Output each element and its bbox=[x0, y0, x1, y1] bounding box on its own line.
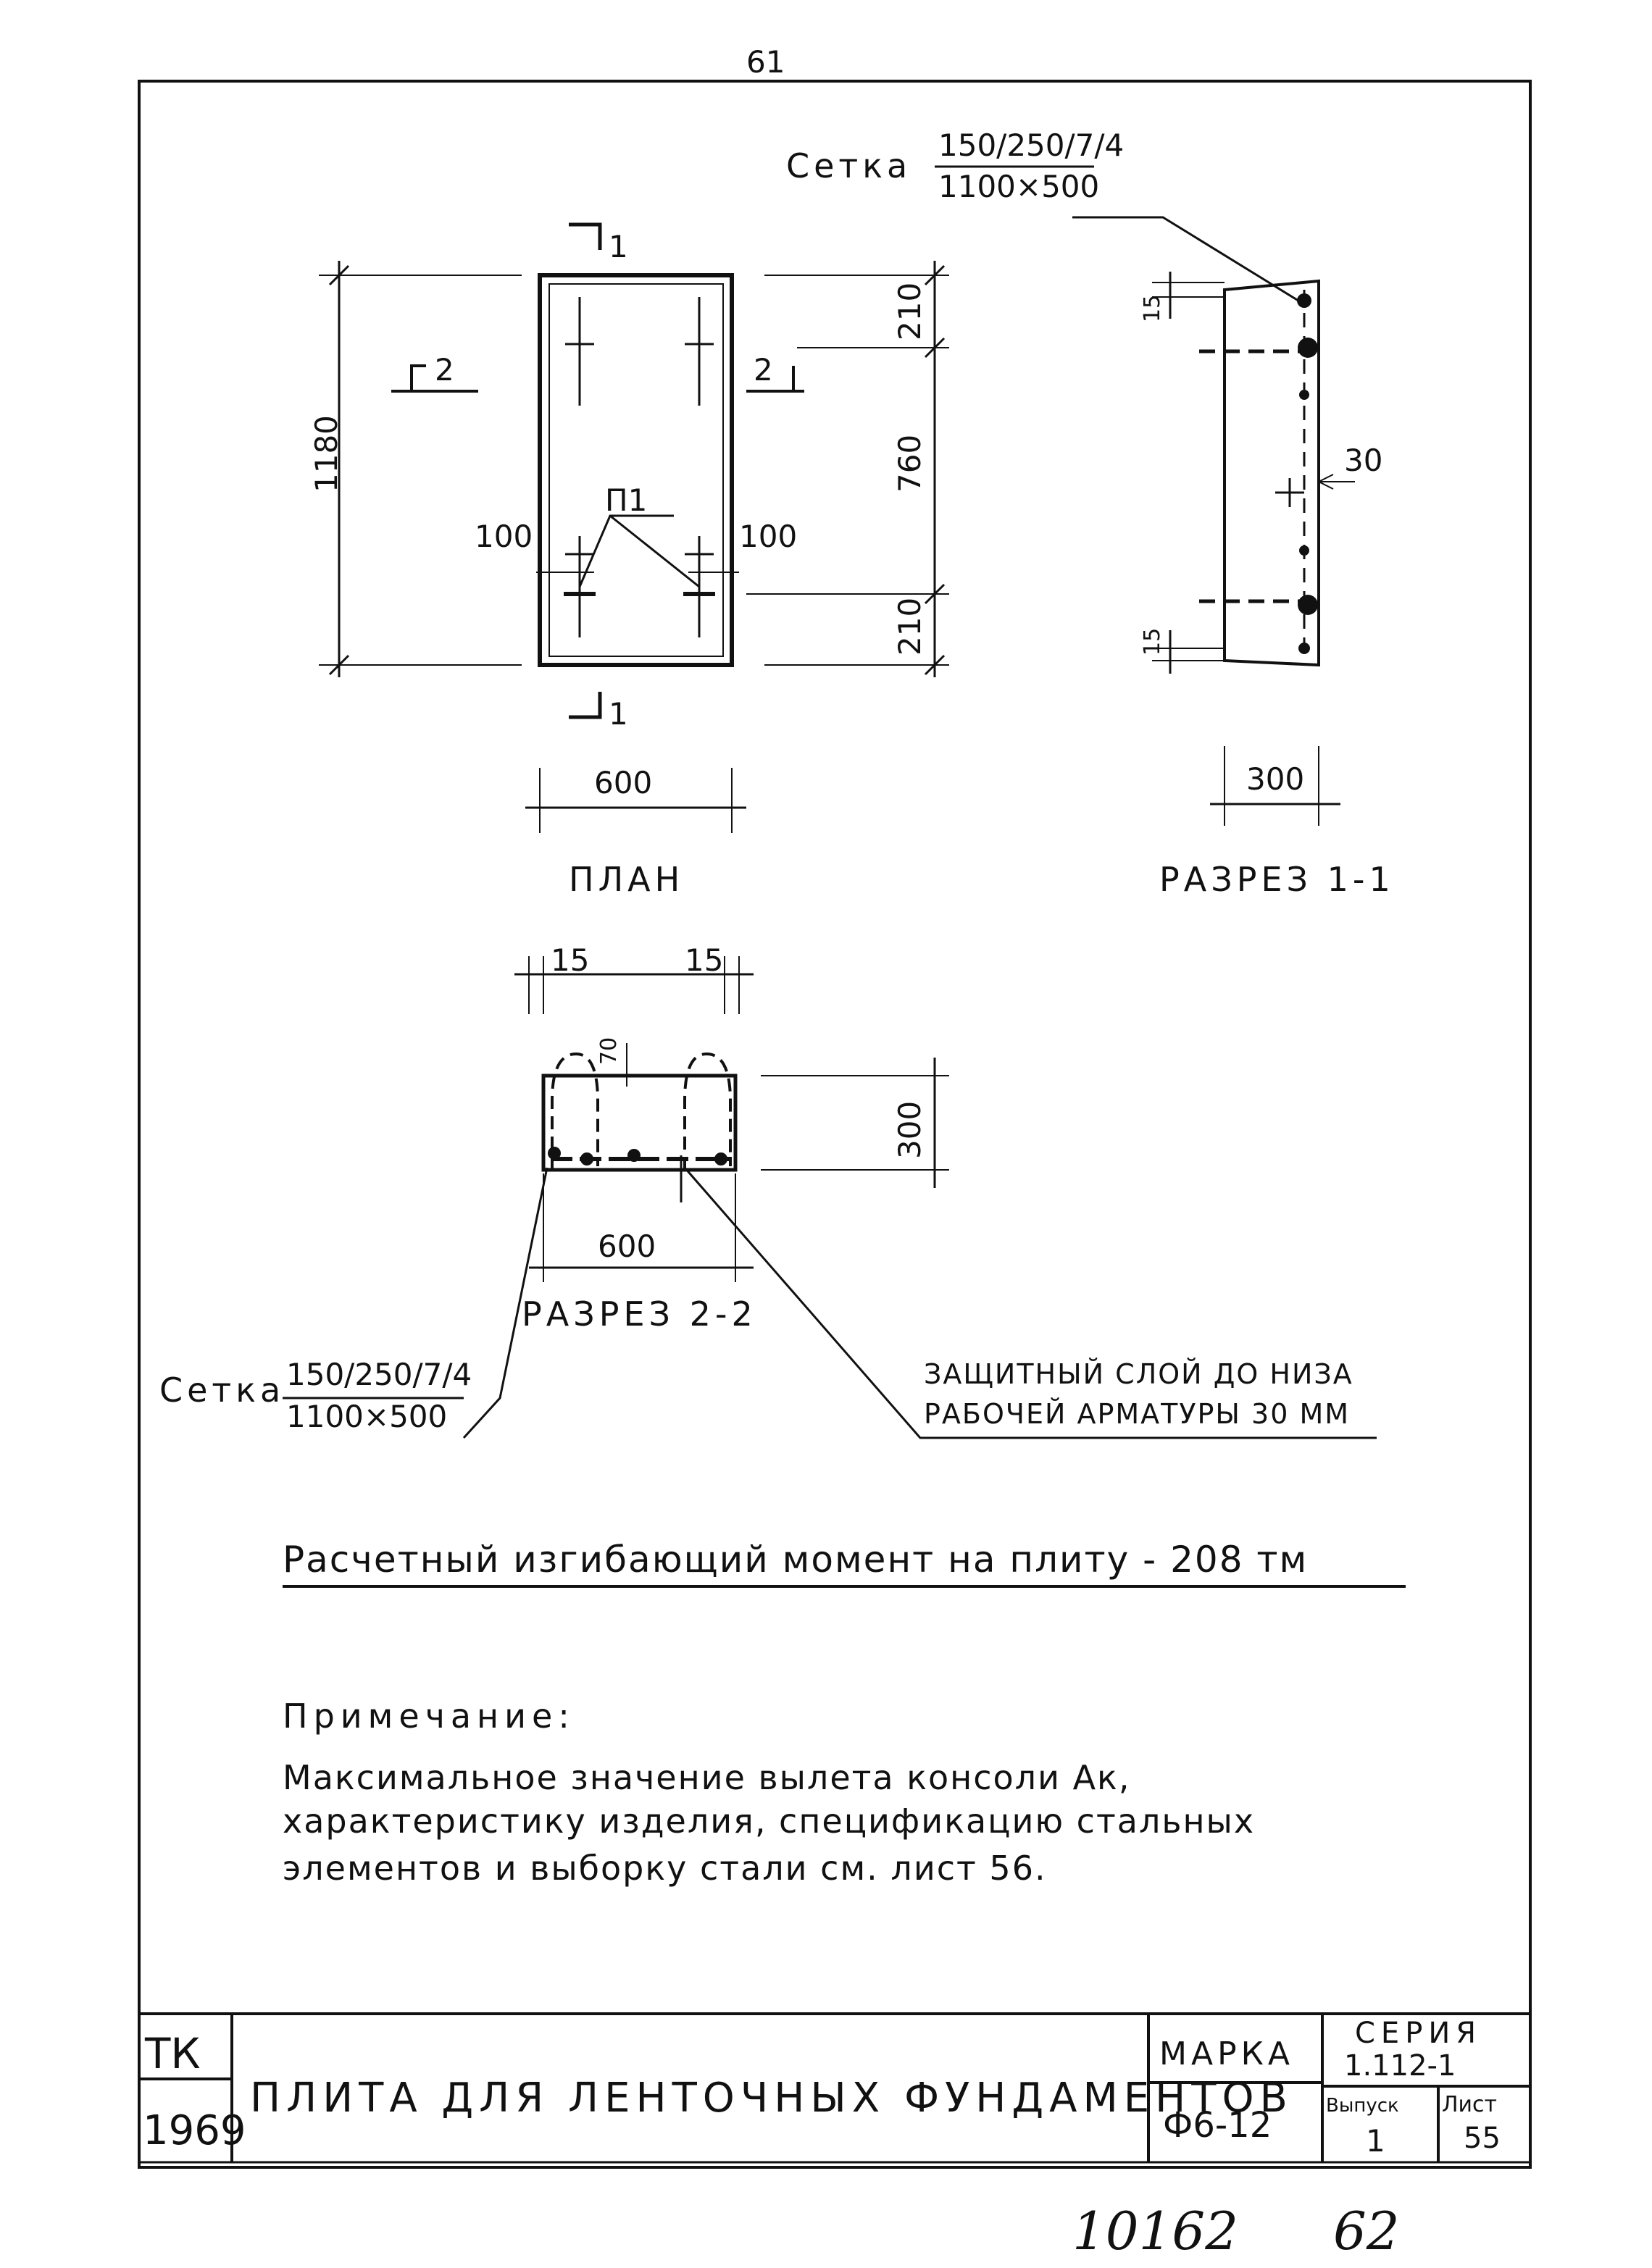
remark-heading: Примечание: bbox=[283, 1696, 575, 1736]
plan-part-label: П1 bbox=[605, 482, 647, 518]
plan-slab-outline bbox=[538, 273, 734, 667]
section-1-1-outline bbox=[1223, 279, 1320, 667]
section-1-1-label: РАЗРЕЗ 1-1 bbox=[1159, 860, 1395, 899]
title-block-issue-value: 1 bbox=[1366, 2123, 1385, 2159]
rebar-dot bbox=[580, 1152, 593, 1166]
dim-s22-height: 300 bbox=[892, 1101, 927, 1159]
dim-plan-width: 600 bbox=[594, 765, 652, 800]
dim-plan-left-offset: 100 bbox=[475, 519, 533, 554]
title-block-org: ТК bbox=[144, 2029, 201, 2078]
rebar-dot bbox=[1299, 390, 1309, 400]
title-block-mark-value: Ф6-12 bbox=[1163, 2105, 1272, 2146]
footer-page-number: 62 bbox=[1333, 2201, 1400, 2261]
mesh-top-prefix: Сетка bbox=[786, 146, 911, 185]
plan-section-mark-2-right: 2 bbox=[754, 352, 773, 388]
mesh-top-numerator: 150/250/7/4 bbox=[938, 127, 1124, 163]
dim-s11-height: 300 bbox=[1246, 761, 1304, 797]
dim-s11-cover: 30 bbox=[1344, 443, 1382, 478]
plan-section-mark-2-left: 2 bbox=[435, 352, 454, 388]
section-2-2-label: РАЗРЕЗ 2-2 bbox=[522, 1294, 757, 1334]
title-block-mark-label: МАРКА bbox=[1159, 2035, 1294, 2072]
sheet-frame bbox=[138, 80, 1532, 2169]
rebar-dot bbox=[1298, 338, 1318, 358]
dim-s11-bottom-cover: 15 bbox=[1140, 628, 1165, 656]
plan-section-mark-1-bottom: 1 bbox=[609, 696, 628, 732]
dim-plan-middle: 760 bbox=[892, 435, 927, 493]
dim-s11-top-cover: 15 bbox=[1140, 295, 1165, 322]
rebar-dot bbox=[1297, 293, 1311, 308]
rebar-dots bbox=[548, 293, 1318, 1166]
dim-plan-total-height: 1180 bbox=[309, 415, 344, 493]
title-block-year: 1969 bbox=[143, 2107, 246, 2154]
rebar-dot bbox=[548, 1147, 561, 1160]
dim-plan-bottom: 210 bbox=[892, 598, 927, 656]
dim-plan-right-offset: 100 bbox=[739, 519, 797, 554]
rebar-dot bbox=[1298, 643, 1310, 654]
remark-line-2: характеристику изделия, спецификацию ста… bbox=[283, 1802, 1255, 1841]
footer-doc-number: 10162 bbox=[1072, 2201, 1238, 2261]
dim-s22-loop-height: 70 bbox=[596, 1037, 622, 1065]
title-block-series-value: 1.112-1 bbox=[1344, 2049, 1456, 2083]
dim-s22-right-cover: 15 bbox=[685, 942, 723, 978]
dim-s22-left-cover: 15 bbox=[551, 942, 589, 978]
protective-layer-line-2: РАБОЧЕЙ АРМАТУРЫ 30 ММ bbox=[924, 1398, 1350, 1430]
moment-note: Расчетный изгибающий момент на плиту - 2… bbox=[283, 1539, 1308, 1581]
title-block-sheet-label: Лист bbox=[1442, 2092, 1497, 2117]
remark-line-1: Максимальное значение вылета консоли Ак, bbox=[283, 1758, 1130, 1797]
top-page-number: 61 bbox=[746, 44, 785, 80]
mesh-top-denominator: 1100×500 bbox=[938, 169, 1099, 204]
dim-plan-top: 210 bbox=[892, 283, 927, 340]
plan-section-mark-1-top: 1 bbox=[609, 229, 628, 264]
plan-label: ПЛАН bbox=[569, 860, 684, 899]
protective-layer-line-1: ЗАЩИТНЫЙ СЛОЙ ДО НИЗА bbox=[924, 1358, 1353, 1390]
title-block-title: ПЛИТА ДЛЯ ЛЕНТОЧНЫХ ФУНДАМЕНТОВ bbox=[250, 2075, 1293, 2122]
mesh-bottom-numerator: 150/250/7/4 bbox=[286, 1357, 472, 1392]
rebar-dot bbox=[1298, 595, 1318, 615]
dim-s22-width: 600 bbox=[598, 1229, 656, 1264]
mesh-bottom-prefix: Сетка bbox=[159, 1371, 285, 1410]
title-block-sheet-value: 55 bbox=[1464, 2122, 1501, 2155]
rebar-dot bbox=[1299, 545, 1309, 556]
rebar-dot bbox=[627, 1149, 641, 1162]
rebar-dot bbox=[714, 1152, 727, 1166]
title-block-issue-label: Выпуск bbox=[1326, 2095, 1399, 2117]
remark-line-3: элементов и выборку стали см. лист 56. bbox=[283, 1849, 1047, 1888]
mesh-bottom-denominator: 1100×500 bbox=[286, 1399, 447, 1434]
title-block-series-label: СЕРИЯ bbox=[1355, 2017, 1482, 2050]
